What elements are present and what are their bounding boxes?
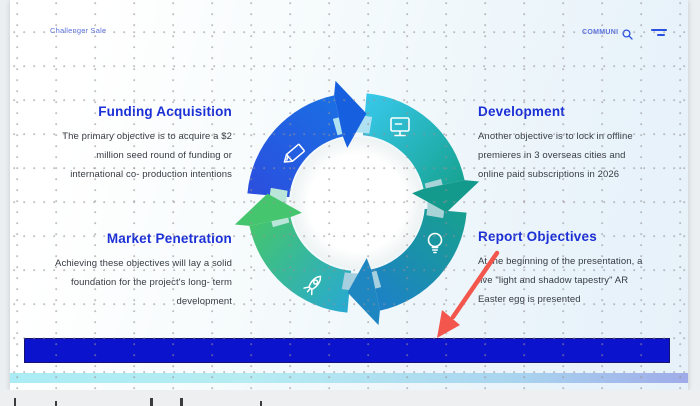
cut-off-text-mark bbox=[150, 398, 153, 406]
nav-item-communi[interactable]: COMMUNI bbox=[582, 29, 619, 36]
section-title: Development bbox=[478, 104, 565, 119]
slide-canvas[interactable]: Challenger Sale COMMUNI Funding Acquisit… bbox=[10, 0, 688, 390]
diagram-center-circle bbox=[291, 137, 423, 269]
cyan-gradient-bar bbox=[10, 373, 688, 383]
section-development: Development Another objective is to lock… bbox=[478, 104, 684, 184]
cut-off-text-mark bbox=[180, 398, 183, 406]
cut-off-text-mark bbox=[55, 401, 57, 406]
blue-bar bbox=[24, 338, 670, 363]
menu-icon[interactable] bbox=[651, 29, 667, 36]
brand-label[interactable]: Challenger Sale bbox=[50, 26, 107, 35]
section-body: The primary objective is to acquire a $2… bbox=[62, 131, 232, 180]
section-report-objectives: Report Objectives At the beginning of th… bbox=[478, 229, 684, 309]
section-body: Another objective is to lock in offline … bbox=[478, 131, 633, 180]
section-title: Report Objectives bbox=[478, 229, 597, 244]
section-market-penetration: Market Penetration Achieving these objec… bbox=[26, 231, 232, 311]
section-title: Market Penetration bbox=[106, 231, 232, 246]
section-body: At the beginning of the presentation, a … bbox=[478, 256, 643, 305]
cycle-diagram bbox=[232, 78, 482, 328]
section-title: Funding Acquisition bbox=[98, 104, 232, 119]
cut-off-text-mark bbox=[260, 401, 262, 406]
section-body: Achieving these objectives will lay a so… bbox=[55, 258, 232, 307]
cut-off-text-mark bbox=[14, 398, 16, 406]
below-slide-area bbox=[0, 390, 700, 406]
search-icon[interactable] bbox=[622, 27, 633, 45]
section-funding-acquisition: Funding Acquisition The primary objectiv… bbox=[30, 104, 232, 184]
